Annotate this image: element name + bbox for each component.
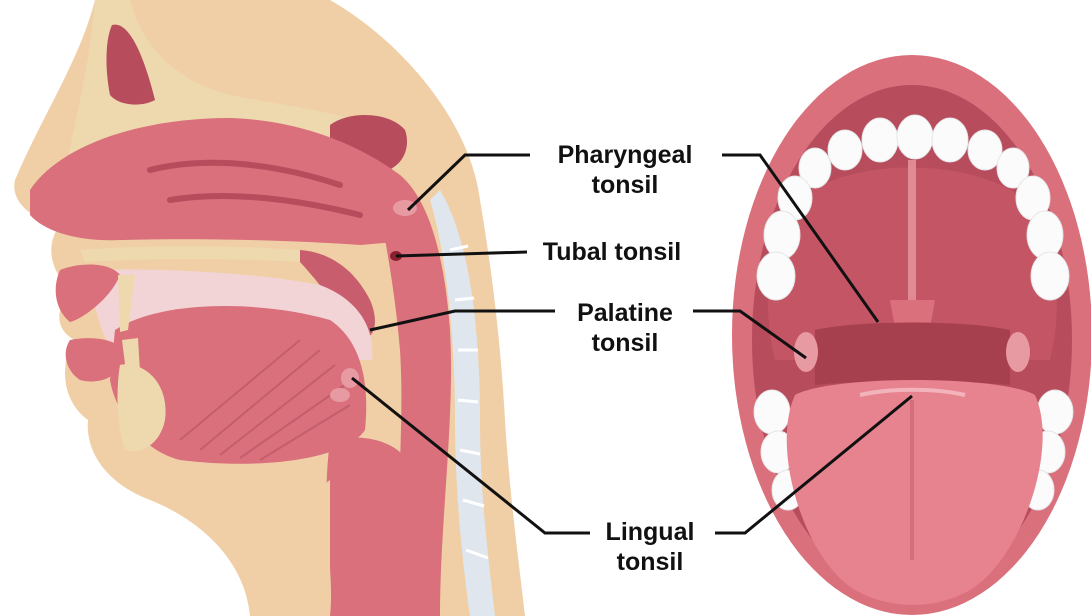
larynx bbox=[326, 438, 420, 616]
head-cross-section bbox=[14, 0, 525, 616]
pharyngeal-label-line2: tonsil bbox=[520, 170, 730, 200]
palatine-tonsil-label: Palatine tonsil bbox=[550, 298, 700, 358]
palatine-label-line2: tonsil bbox=[550, 328, 700, 358]
open-mouth bbox=[732, 55, 1091, 615]
lingual-label-line2: tonsil bbox=[585, 547, 715, 577]
palatine-label-line1: Palatine bbox=[550, 298, 700, 328]
palatine-tonsil-section bbox=[341, 368, 359, 388]
tubal-tonsil-label: Tubal tonsil bbox=[522, 237, 702, 267]
tubal-label-line1: Tubal tonsil bbox=[522, 237, 702, 267]
pharyngeal-tonsil-label: Pharyngeal tonsil bbox=[520, 140, 730, 200]
lingual-tonsil-label: Lingual tonsil bbox=[585, 517, 715, 577]
lingual-tonsil-section bbox=[330, 388, 350, 402]
pharyngeal-label-line1: Pharyngeal bbox=[520, 140, 730, 170]
throat bbox=[815, 323, 1010, 386]
lingual-label-line1: Lingual bbox=[585, 517, 715, 547]
pharyngeal-tonsil-section bbox=[393, 200, 417, 216]
palatine-tonsil-right bbox=[1006, 332, 1030, 372]
